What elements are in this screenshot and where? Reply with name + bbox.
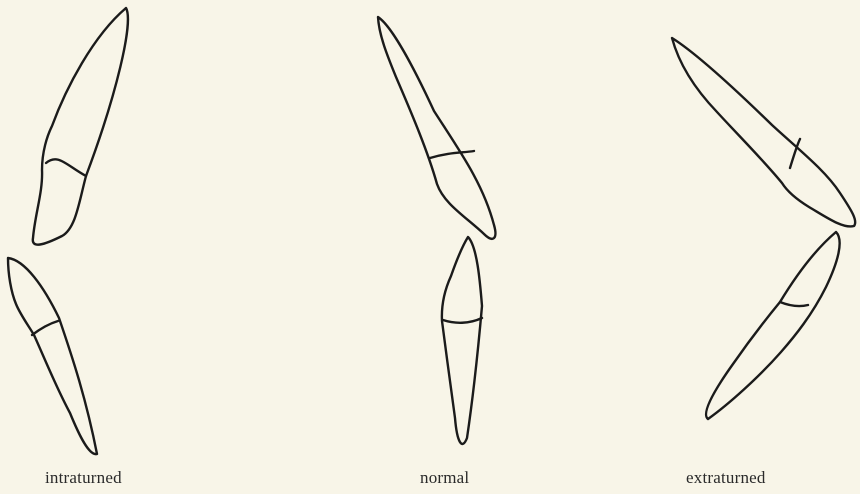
normal-group [378,17,495,444]
intraturned-group [8,8,128,454]
label-normal: normal [420,468,469,488]
extraturned-upper-tooth [672,38,855,226]
extraturned-lower-tooth [706,232,840,419]
label-extraturned: extraturned [686,468,766,488]
extraturned-group [672,38,855,419]
intraturned-lower-tooth [8,258,97,454]
intraturned-upper-tooth [33,8,128,245]
normal-upper-tooth [378,17,495,239]
label-intraturned: intraturned [45,468,122,488]
normal-lower-tooth [442,237,482,444]
